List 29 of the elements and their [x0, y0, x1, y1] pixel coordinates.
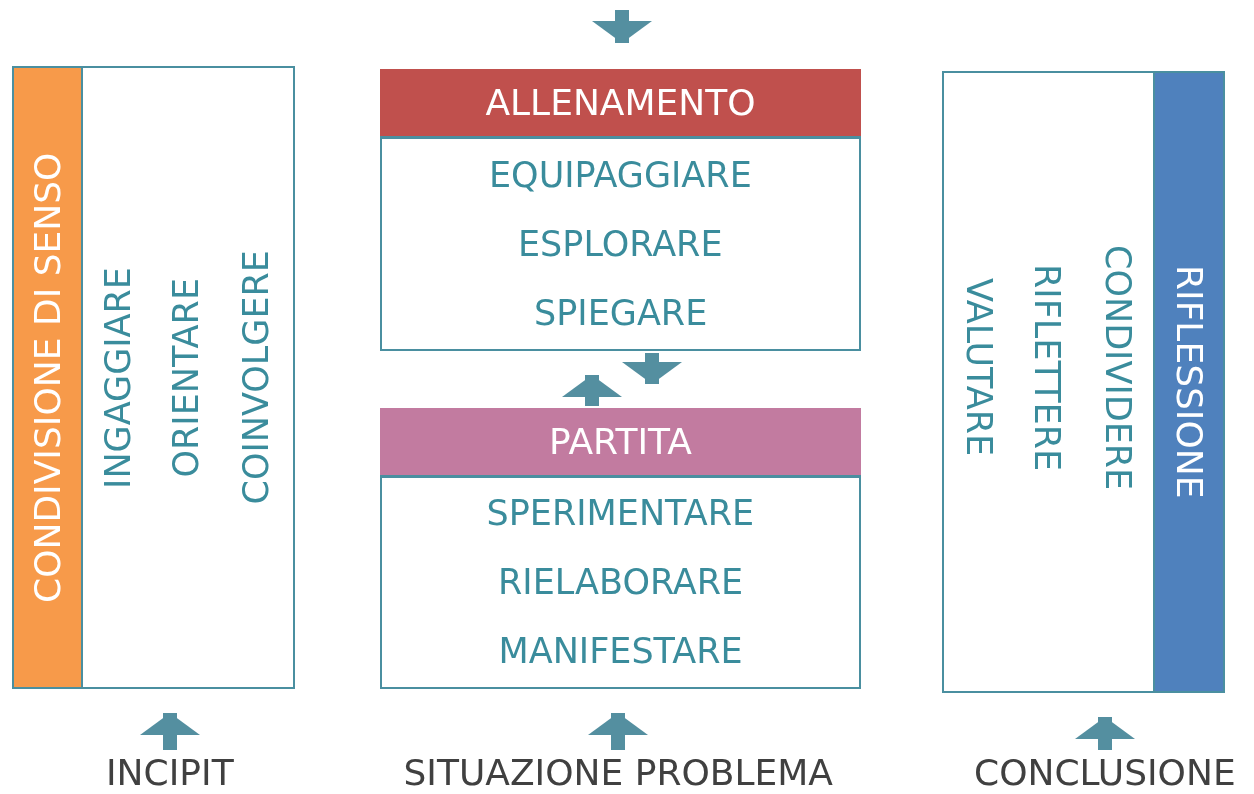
arrow: [562, 375, 622, 406]
stage-label: INCIPIT: [106, 752, 234, 793]
title-band: ALLENAMENTO: [380, 69, 861, 139]
step-label: INGAGGIARE: [98, 266, 138, 489]
step-label: MANIFESTARE: [498, 631, 743, 671]
arrow: [588, 713, 648, 750]
arrow: [622, 353, 682, 384]
stage-label: CONCLUSIONE: [974, 752, 1236, 793]
stage-label: SITUAZIONE PROBLEMA: [403, 752, 833, 793]
step-label: ORIENTARE: [166, 277, 206, 478]
step-label: SPIEGARE: [534, 293, 708, 333]
step-label: RIFLETTERE: [1027, 263, 1067, 471]
title-band: CONDIVISIONE DI SENSO: [12, 66, 83, 689]
step-label: CONDIVIDERE: [1098, 244, 1138, 490]
phase-card: [380, 408, 861, 689]
phase-card: [12, 66, 295, 689]
step-label: COINVOLGERE: [236, 250, 276, 505]
title-band: PARTITA: [380, 408, 861, 478]
phase-card: [942, 71, 1225, 693]
arrow: [1075, 717, 1135, 750]
arrow: [592, 10, 652, 43]
phase-card: [380, 69, 861, 351]
title-band: RIFLESSIONE: [1153, 71, 1225, 693]
arrow: [140, 713, 200, 750]
step-label: RIELABORARE: [498, 562, 744, 602]
step-label: VALUTARE: [959, 278, 999, 457]
step-label: EQUIPAGGIARE: [489, 155, 752, 195]
step-label: ESPLORARE: [518, 224, 723, 264]
step-label: SPERIMENTARE: [486, 493, 755, 533]
